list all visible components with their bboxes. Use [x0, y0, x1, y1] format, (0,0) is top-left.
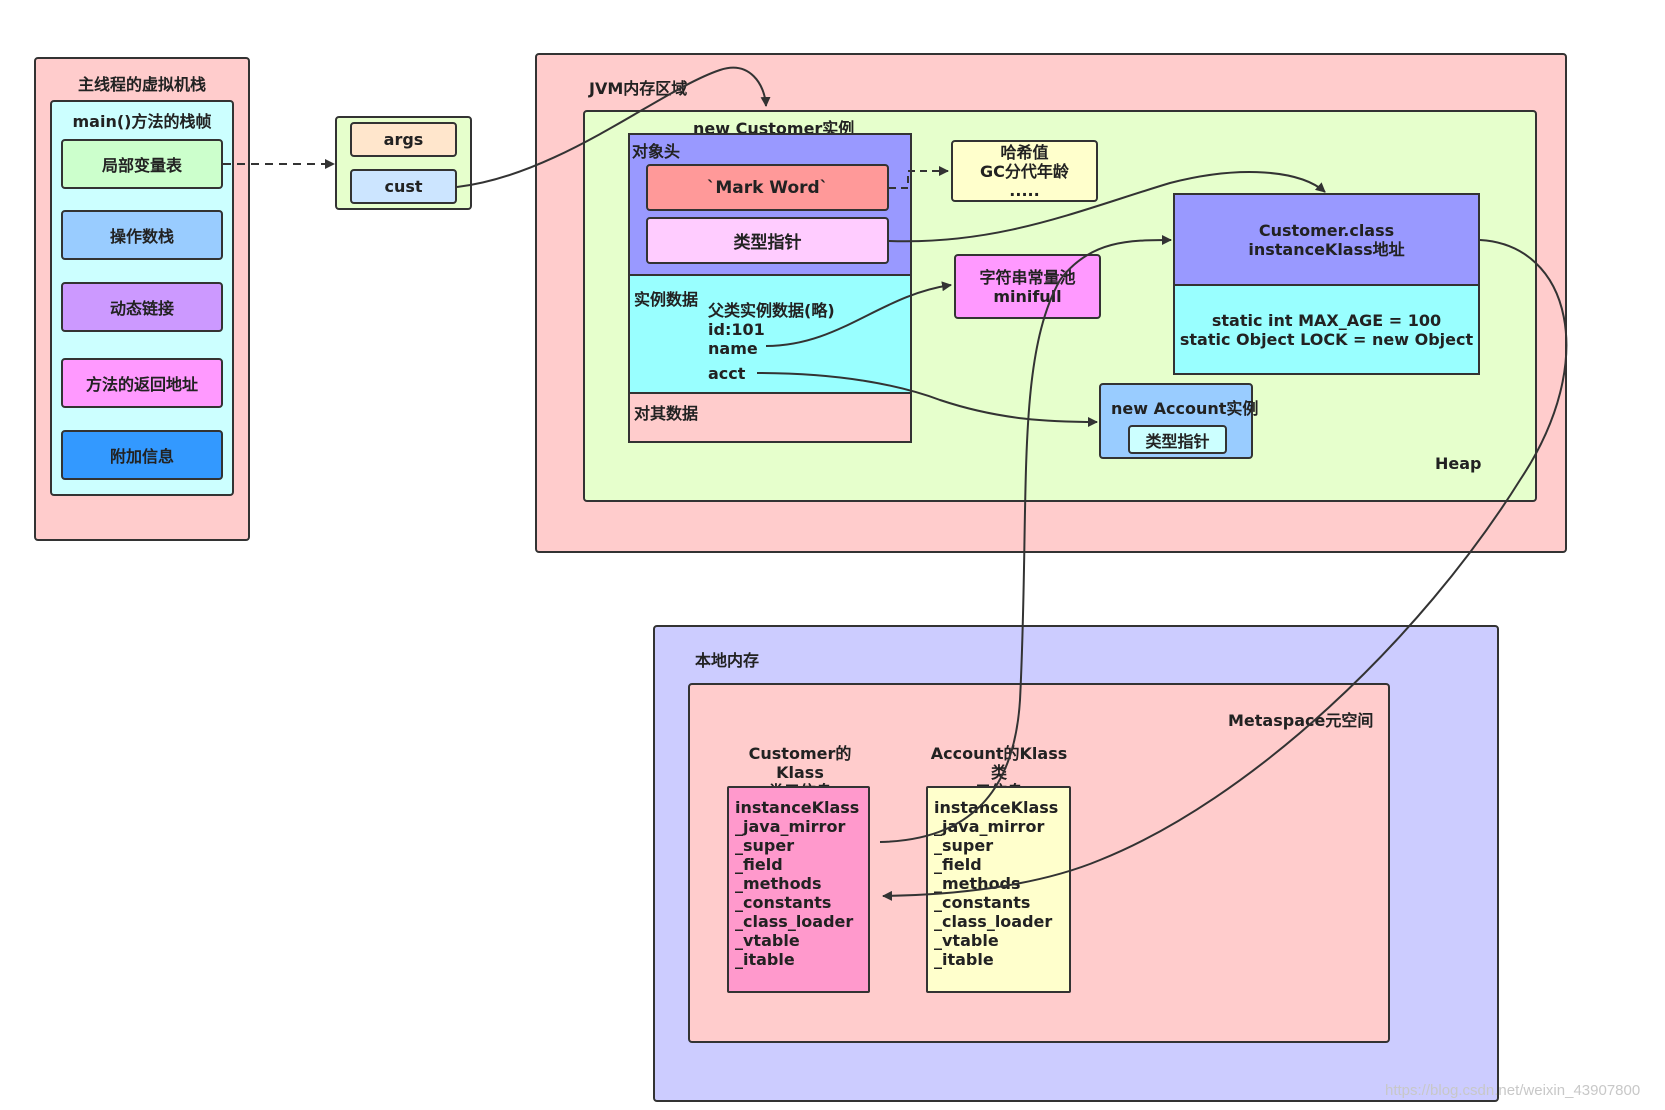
arrow-name-to-stringpool: [765, 281, 952, 347]
instance-data-label: 实例数据: [634, 290, 699, 309]
local-variable-table: 局部变量表: [61, 139, 223, 189]
stack-frame-title: main()方法的栈帧: [72, 112, 212, 131]
operand-stack: 操作数栈: [61, 210, 223, 260]
cust-var: cust: [350, 169, 457, 204]
hash-gc-box: 哈希值 GC分代年龄 .....: [951, 140, 1098, 202]
arrow-class-to-klass: [882, 239, 1568, 901]
padding-data: 对其数据: [628, 392, 912, 443]
arrow-typeptr-to-class: [888, 171, 1326, 243]
metaspace-label: Metaspace元空间: [1228, 711, 1374, 730]
heap-label: Heap: [1435, 454, 1482, 473]
account-klass-fields: instanceKlass _java_mirror _super _field…: [934, 798, 1059, 969]
args-var: args: [350, 122, 457, 157]
account-type-pointer: 类型指针: [1128, 425, 1227, 454]
additional-info: 附加信息: [61, 430, 223, 480]
acct-field: acct: [708, 364, 746, 383]
padding-data-label: 对其数据: [634, 404, 699, 423]
arrow-acct-to-account: [756, 372, 1098, 427]
customer-class-header: Customer.class instanceKlass地址: [1173, 193, 1480, 286]
account-instance: new Account实例: [1099, 383, 1258, 459]
string-constant-pool: 字符串常量池 minifull: [954, 254, 1101, 319]
jvm-region-title: JVM内存区域: [589, 79, 688, 98]
account-instance-title: new Account实例: [1111, 399, 1259, 418]
mark-word: `Mark Word`: [646, 164, 889, 211]
arrow-markword-to-hash: [889, 166, 949, 189]
native-memory-title: 本地内存: [695, 651, 760, 670]
type-pointer: 类型指针: [646, 217, 889, 264]
customer-klass-fields: instanceKlass _java_mirror _super _field…: [735, 798, 860, 969]
instance-fields: 父类实例数据(略) id:101 name: [708, 301, 835, 358]
thread-stack-title: 主线程的虚拟机栈: [77, 75, 206, 94]
arrow-mirror-to-class: [879, 235, 1172, 843]
arrow-cust-to-customer: [456, 66, 771, 188]
dynamic-linking: 动态链接: [61, 282, 223, 332]
object-header-label: 对象头: [632, 142, 681, 161]
customer-klass-box: [727, 786, 870, 993]
account-klass-box: [926, 786, 1071, 993]
return-address: 方法的返回地址: [61, 358, 223, 408]
watermark: https://blog.csdn.net/weixin_43907800: [1385, 1082, 1641, 1099]
customer-class-statics: static int MAX_AGE = 100 static Object L…: [1173, 284, 1480, 375]
